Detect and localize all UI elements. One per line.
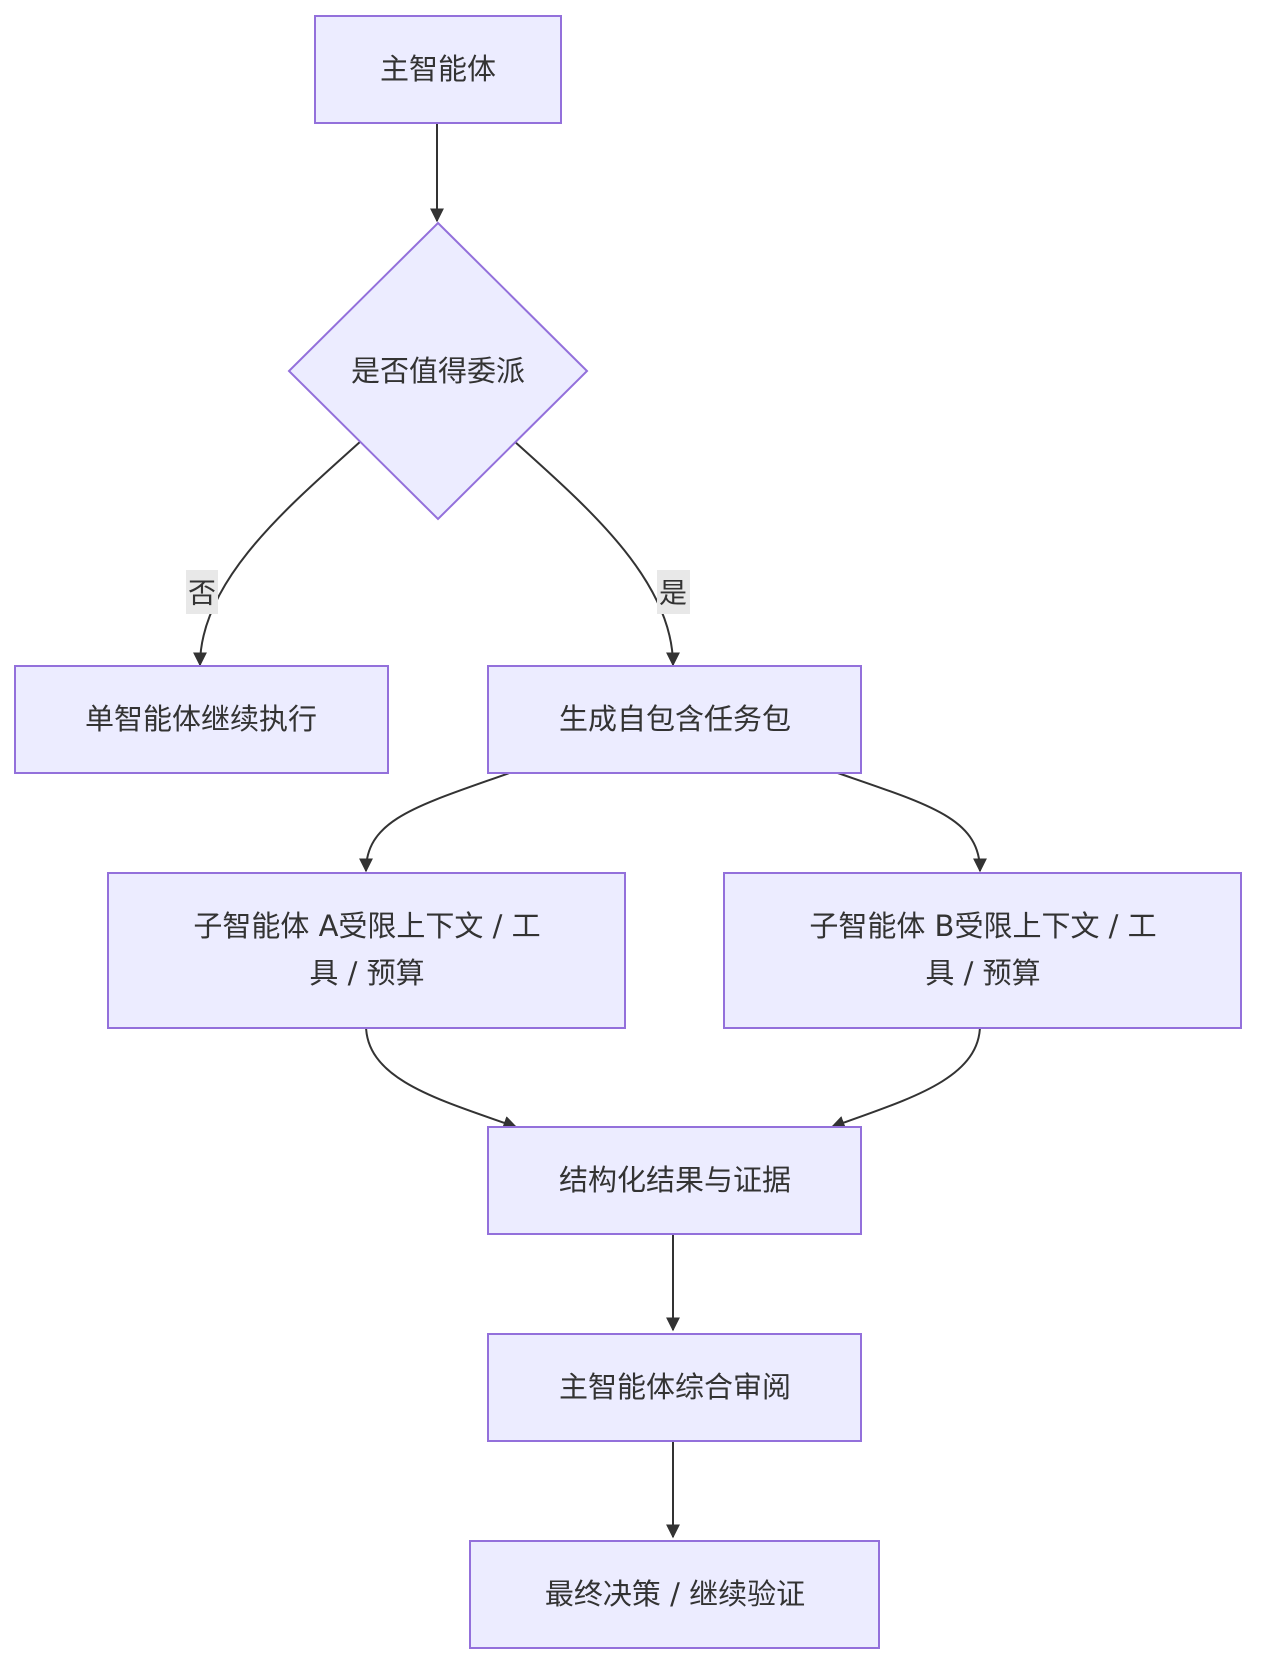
edge-sub-a-to-results (365, 1024, 518, 1130)
node-sub-agent-a-label-line2: 具 / 预算 (309, 956, 424, 990)
node-main-agent-label: 主智能体 (380, 52, 496, 86)
node-single-agent: 单智能体继续执行 (14, 665, 389, 774)
node-main-agent: 主智能体 (314, 15, 562, 124)
edge-label-no: 否 (186, 570, 218, 614)
edge-label-yes: 是 (657, 570, 690, 614)
edge-label-no-text: 否 (188, 577, 216, 610)
node-review-label: 主智能体综合审阅 (559, 1370, 791, 1404)
node-final: 最终决策 / 继续验证 (469, 1540, 880, 1649)
edge-label-yes-text: 是 (659, 577, 687, 610)
edge-sub-b-to-results (830, 1024, 981, 1130)
node-sub-agent-b-label-line2: 具 / 预算 (925, 956, 1040, 990)
edge-taskpack-to-sub-a (359, 770, 516, 873)
node-results-label: 结构化结果与证据 (559, 1163, 791, 1197)
node-final-label: 最终决策 / 继续验证 (545, 1577, 805, 1611)
node-sub-agent-b-label-line1: 子智能体 B受限上下文 / 工 (809, 909, 1156, 943)
node-sub-agent-a: 子智能体 A受限上下文 / 工 具 / 预算 (107, 872, 626, 1029)
edges (193, 123, 987, 1539)
node-results: 结构化结果与证据 (487, 1126, 862, 1235)
node-task-pack: 生成自包含任务包 (487, 665, 862, 774)
node-single-agent-label: 单智能体继续执行 (85, 702, 317, 736)
node-sub-agent-a-label-line1: 子智能体 A受限上下文 / 工 (193, 909, 540, 943)
edge-decision-to-single (193, 440, 362, 667)
node-review: 主智能体综合审阅 (487, 1333, 862, 1442)
edge-taskpack-to-sub-b (831, 770, 987, 873)
node-task-pack-label: 生成自包含任务包 (559, 702, 791, 736)
node-decision: 是否值得委派 (287, 221, 589, 521)
edge-decision-to-taskpack (513, 440, 680, 667)
node-sub-agent-b: 子智能体 B受限上下文 / 工 具 / 预算 (723, 872, 1242, 1029)
node-decision-label: 是否值得委派 (351, 354, 525, 388)
